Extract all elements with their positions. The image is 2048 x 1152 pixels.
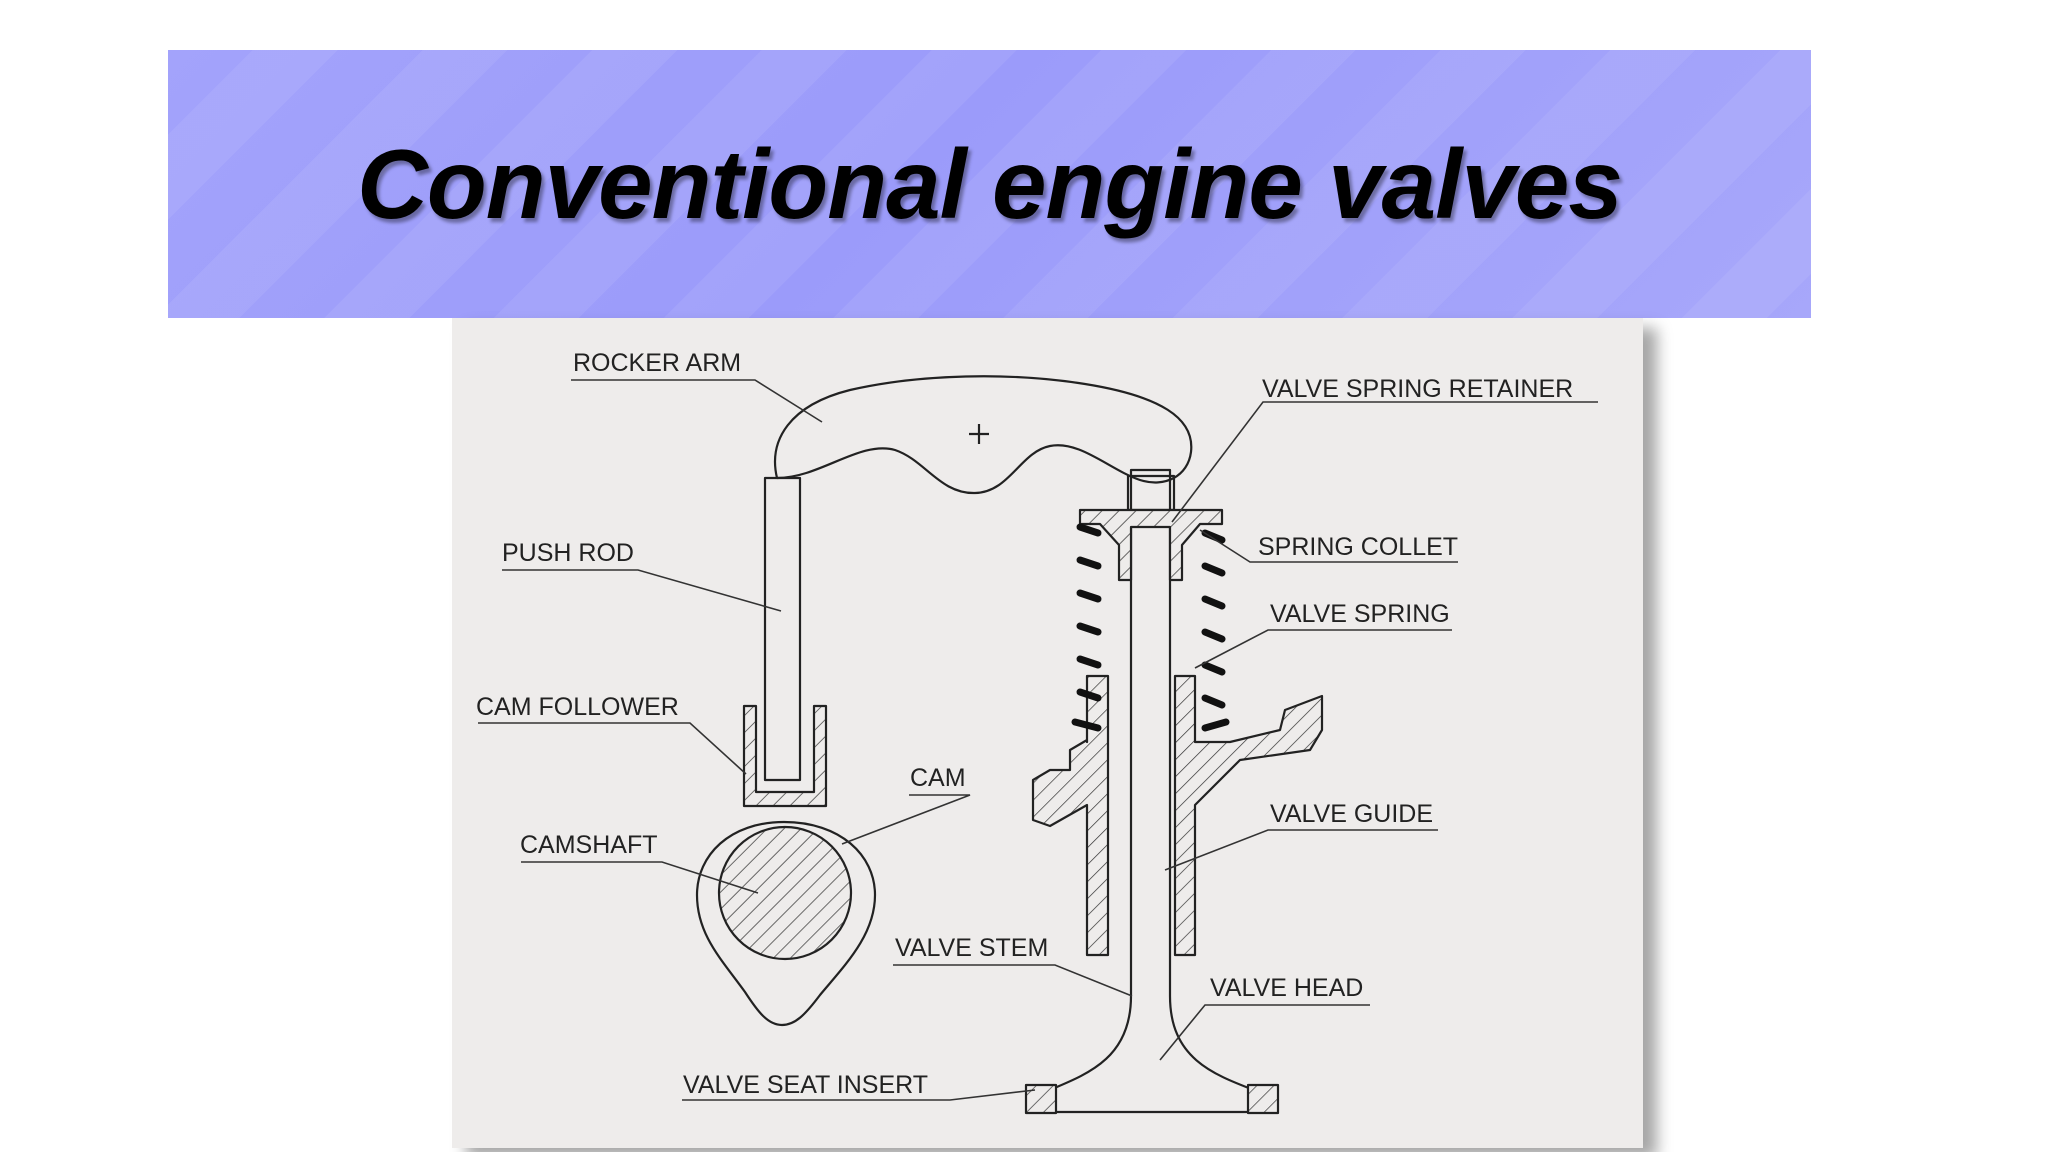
label-cam-follower: CAM FOLLOWER (476, 693, 679, 721)
spring-retainer-shape (1078, 508, 1224, 582)
slide-title: Conventional engine valves (357, 129, 1623, 239)
push-rod-shape (763, 476, 802, 782)
valve-seat-insert-right (1246, 1083, 1280, 1115)
label-spring-collet: SPRING COLLET (1258, 533, 1458, 561)
label-valve-guide: VALVE GUIDE (1270, 800, 1433, 828)
valve-seat-insert-left (1024, 1083, 1058, 1115)
diagram-panel (452, 318, 1643, 1148)
title-banner: Conventional engine valves (168, 50, 1811, 318)
label-valve-spring-retainer: VALVE SPRING RETAINER (1262, 375, 1573, 403)
banner-stripes (168, 50, 1811, 318)
rocker-arm-shape (774, 375, 1193, 495)
label-push-rod: PUSH ROD (502, 539, 634, 567)
cam-follower-shape (742, 704, 828, 808)
camshaft-shape (717, 825, 853, 961)
label-valve-seat-insert: VALVE SEAT INSERT (683, 1071, 928, 1099)
cam-shape (695, 820, 877, 1027)
label-rocker-arm: ROCKER ARM (573, 349, 741, 377)
cylinder-head-shape-right (1173, 674, 1324, 957)
cylinder-head-shape (1031, 674, 1110, 957)
label-camshaft: CAMSHAFT (520, 831, 658, 859)
label-valve-stem: VALVE STEM (895, 934, 1048, 962)
label-valve-spring: VALVE SPRING (1270, 600, 1450, 628)
label-cam: CAM (910, 764, 966, 792)
valve-spring-coils (1071, 523, 1230, 732)
label-valve-head: VALVE HEAD (1210, 974, 1363, 1002)
